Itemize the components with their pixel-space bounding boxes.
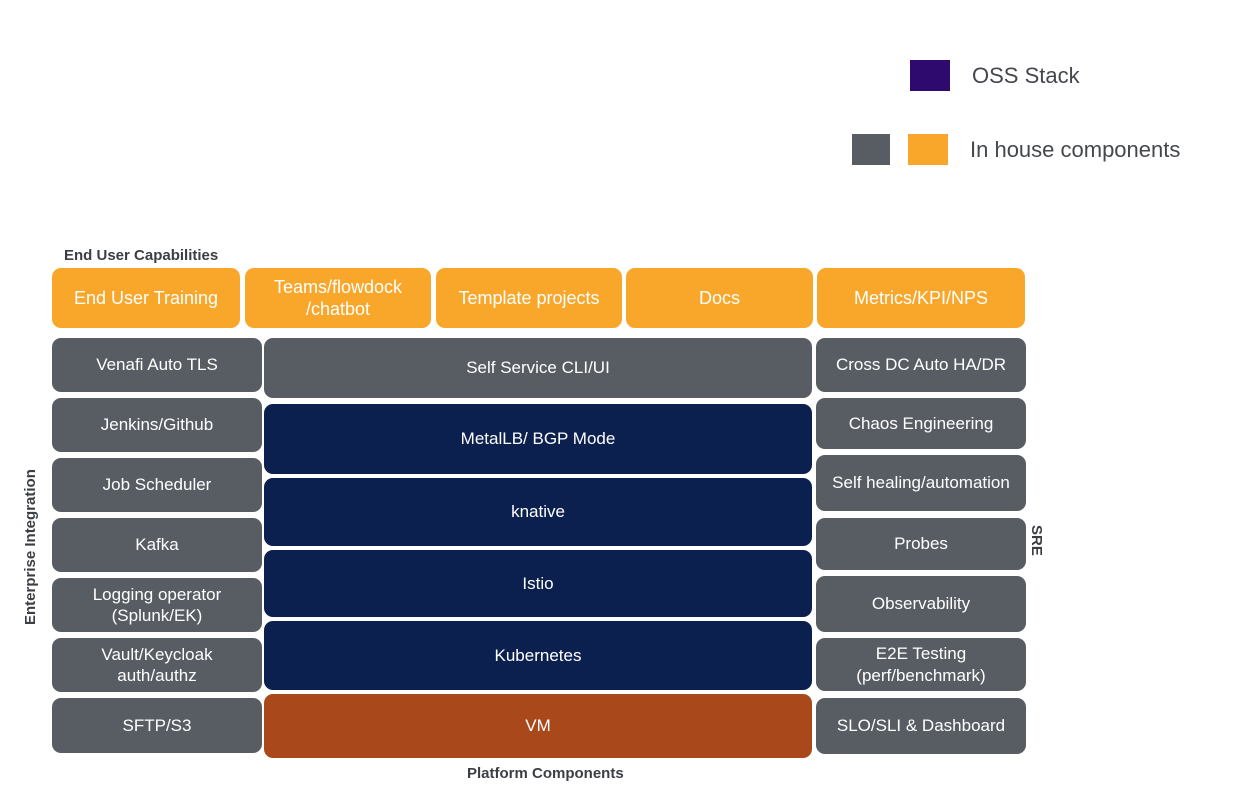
block-cross-dc-auto-ha-dr: Cross DC Auto HA/DR: [816, 338, 1026, 392]
end-user-capabilities-label: End User Capabilities: [64, 247, 219, 264]
block-end-user-training: End User Training: [52, 268, 240, 328]
legend-oss-stack: OSS Stack: [910, 60, 1080, 91]
block-venafi-auto-tls: Venafi Auto TLS: [52, 338, 262, 392]
legend-oss-label: OSS Stack: [972, 62, 1080, 88]
legend-inhouse: In house components: [852, 134, 1180, 165]
inhouse-gray-color-swatch: [852, 134, 890, 165]
block-template-projects: Template projects: [436, 268, 622, 328]
inhouse-orange-color-swatch: [908, 134, 948, 165]
block-self-healing-automation: Self healing/automation: [816, 455, 1026, 511]
block-teams-flowdock-chatbot: Teams/flowdock /chatbot: [245, 268, 431, 328]
block-sftp-s3: SFTP/S3: [52, 698, 262, 753]
block-knative: knative: [264, 478, 812, 546]
block-logging-operator: Logging operator (Splunk/EK): [52, 578, 262, 632]
block-vault-keycloak: Vault/Keycloak auth/authz: [52, 638, 262, 692]
block-kubernetes: Kubernetes: [264, 621, 812, 690]
block-docs: Docs: [626, 268, 813, 328]
block-kafka: Kafka: [52, 518, 262, 572]
block-probes: Probes: [816, 518, 1026, 570]
block-e2e-testing: E2E Testing (perf/benchmark): [816, 638, 1026, 691]
block-jenkins-github: Jenkins/Github: [52, 398, 262, 452]
block-vm: VM: [264, 694, 812, 758]
block-chaos-engineering: Chaos Engineering: [816, 398, 1026, 449]
block-observability: Observability: [816, 576, 1026, 632]
platform-components-label: Platform Components: [467, 765, 624, 782]
block-istio: Istio: [264, 550, 812, 617]
legend-inhouse-label: In house components: [970, 136, 1181, 162]
block-metrics-kpi-nps: Metrics/KPI/NPS: [817, 268, 1025, 328]
sre-label: SRE: [1028, 525, 1045, 556]
oss-stack-color-swatch: [910, 60, 950, 91]
enterprise-integration-label: Enterprise Integration: [22, 469, 39, 625]
block-job-scheduler: Job Scheduler: [52, 458, 262, 512]
block-self-service-cli-ui: Self Service CLI/UI: [264, 338, 812, 398]
block-slo-sli-dashboard: SLO/SLI & Dashboard: [816, 698, 1026, 754]
block-metallb-bgp-mode: MetalLB/ BGP Mode: [264, 404, 812, 474]
